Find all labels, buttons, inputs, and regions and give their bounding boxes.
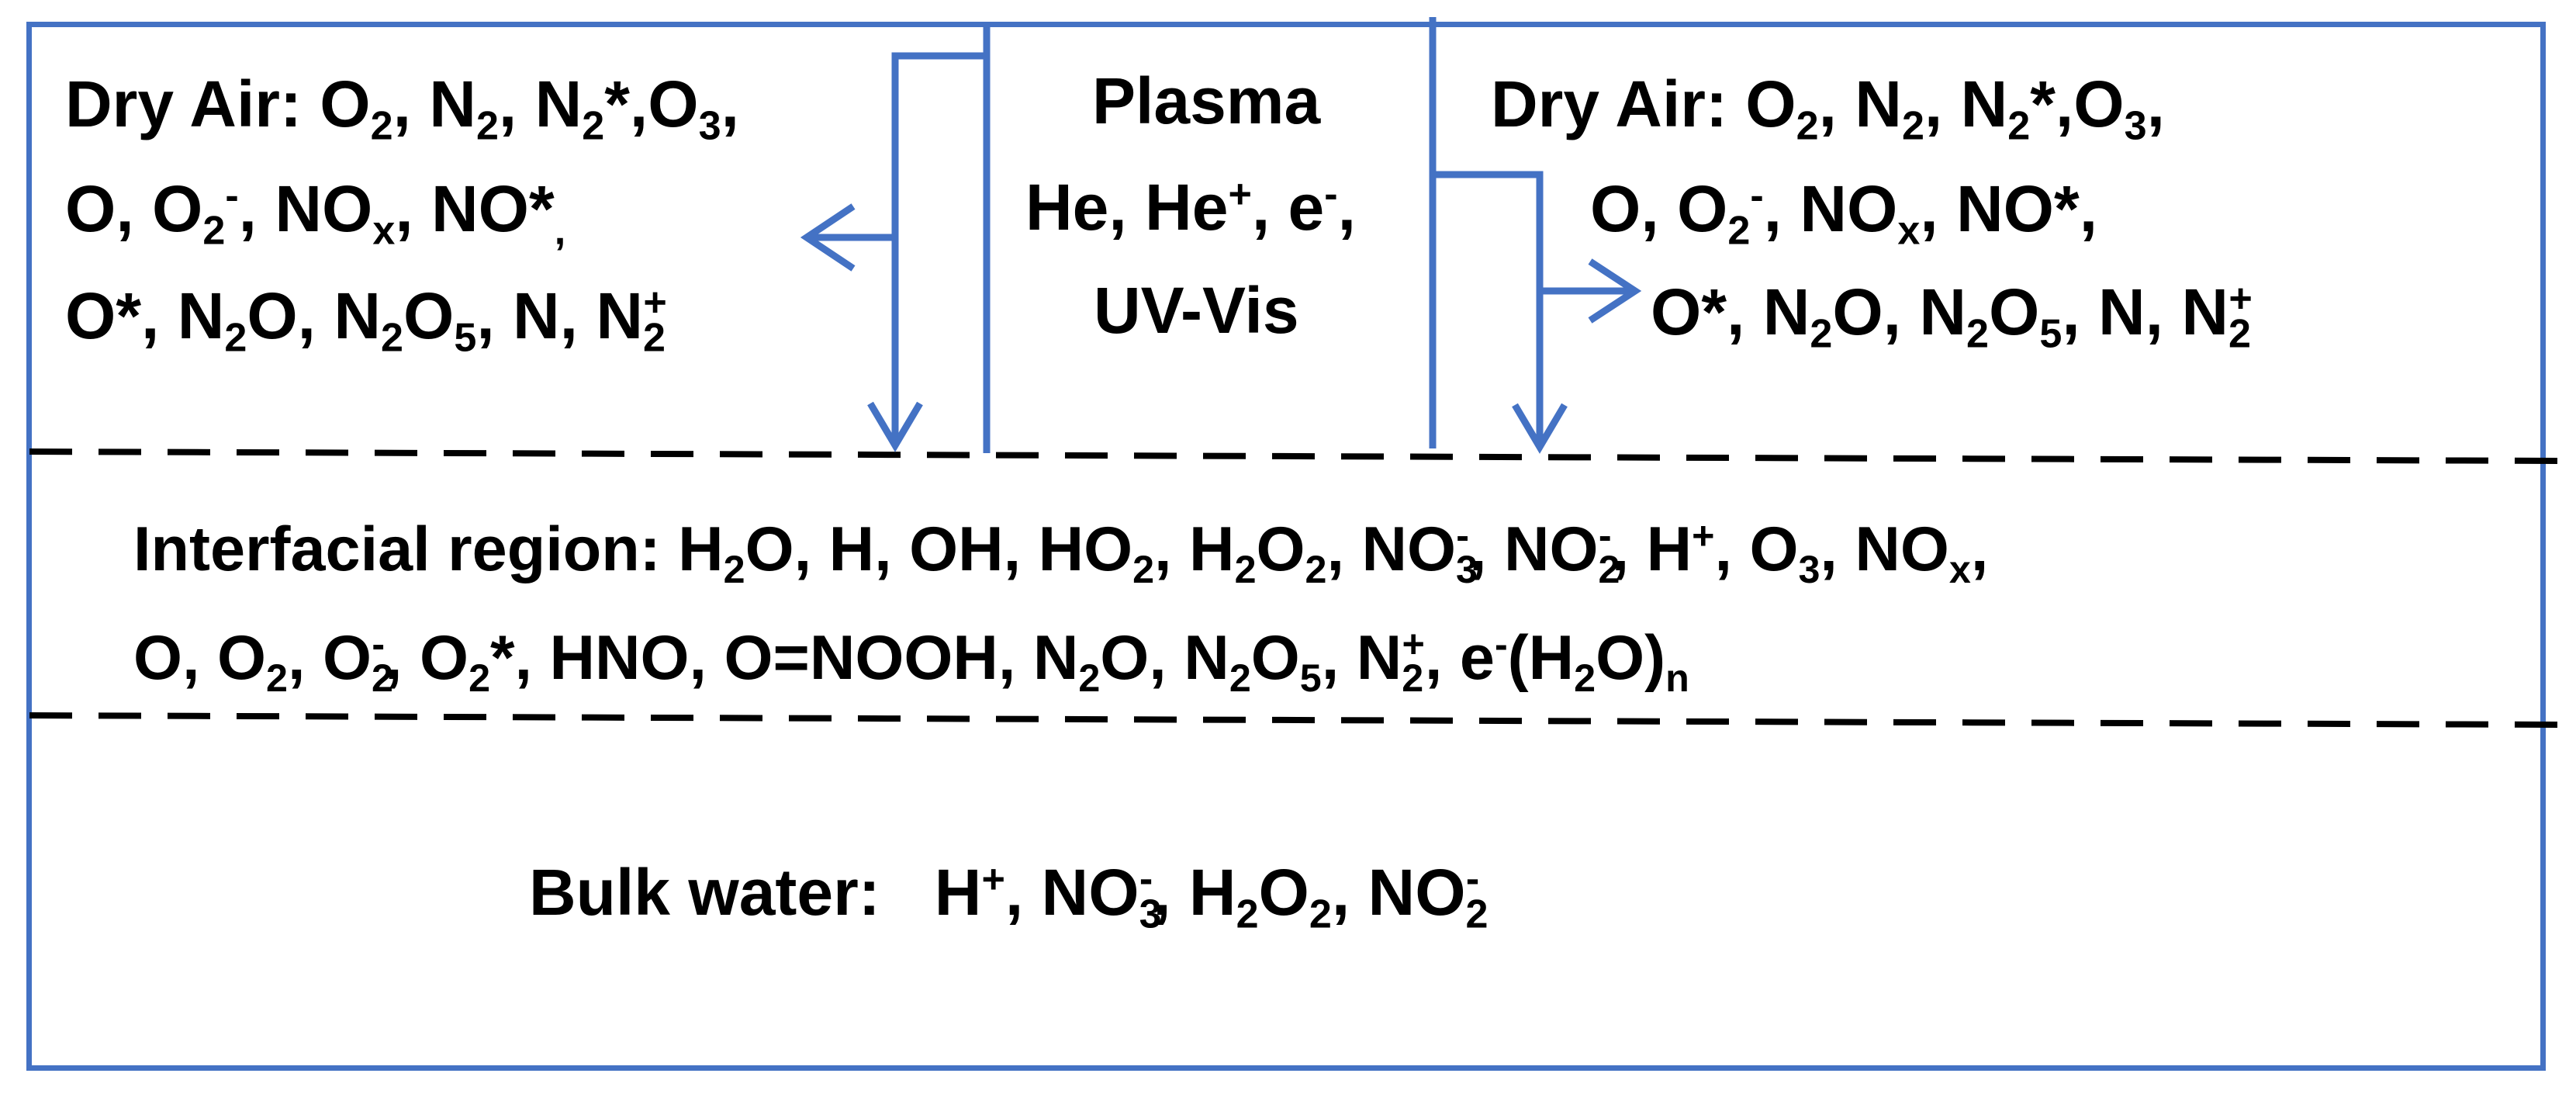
diagram-frame: [26, 22, 2546, 1071]
bulk-water-line: Bulk water: H+, NO3-, H2O2, NO2-: [529, 856, 1489, 937]
plasma-title: Plasma: [1092, 64, 1321, 137]
plasma-species: He, He+, e-,: [1025, 171, 1356, 244]
right-branch-line: [1433, 171, 1544, 445]
dry-air-right-line3: O*, N2O, N2O5, N, N2+: [1651, 275, 2253, 357]
interfacial-line1: Interfacial region: H2O, H, OH, HO2, H2O…: [133, 514, 1989, 592]
left-branch-line: [891, 52, 987, 442]
plasma-uv-vis: UV-Vis: [1094, 274, 1299, 347]
interface-bottom-dashed-line: [29, 712, 2560, 728]
dry-air-right-line1: Dry Air: O2, N2, N2*,O3,: [1491, 68, 2165, 149]
dry-air-right-line2: O, O2-, NOx, NO*,: [1590, 172, 2098, 254]
dry-air-left-line3: O*, N2O, N2O5, N, N2+: [65, 279, 667, 361]
dry-air-left-line2: O, O2-, NOx, NO*,: [65, 172, 566, 254]
dry-air-left-line1: Dry Air: O2, N2, N2*,O3,: [65, 68, 739, 149]
interface-top-dashed-line: [29, 448, 2560, 464]
interfacial-line2: O, O2, O2-, O2*, HNO, O=NOOH, N2O, N2O5,…: [133, 622, 1689, 701]
